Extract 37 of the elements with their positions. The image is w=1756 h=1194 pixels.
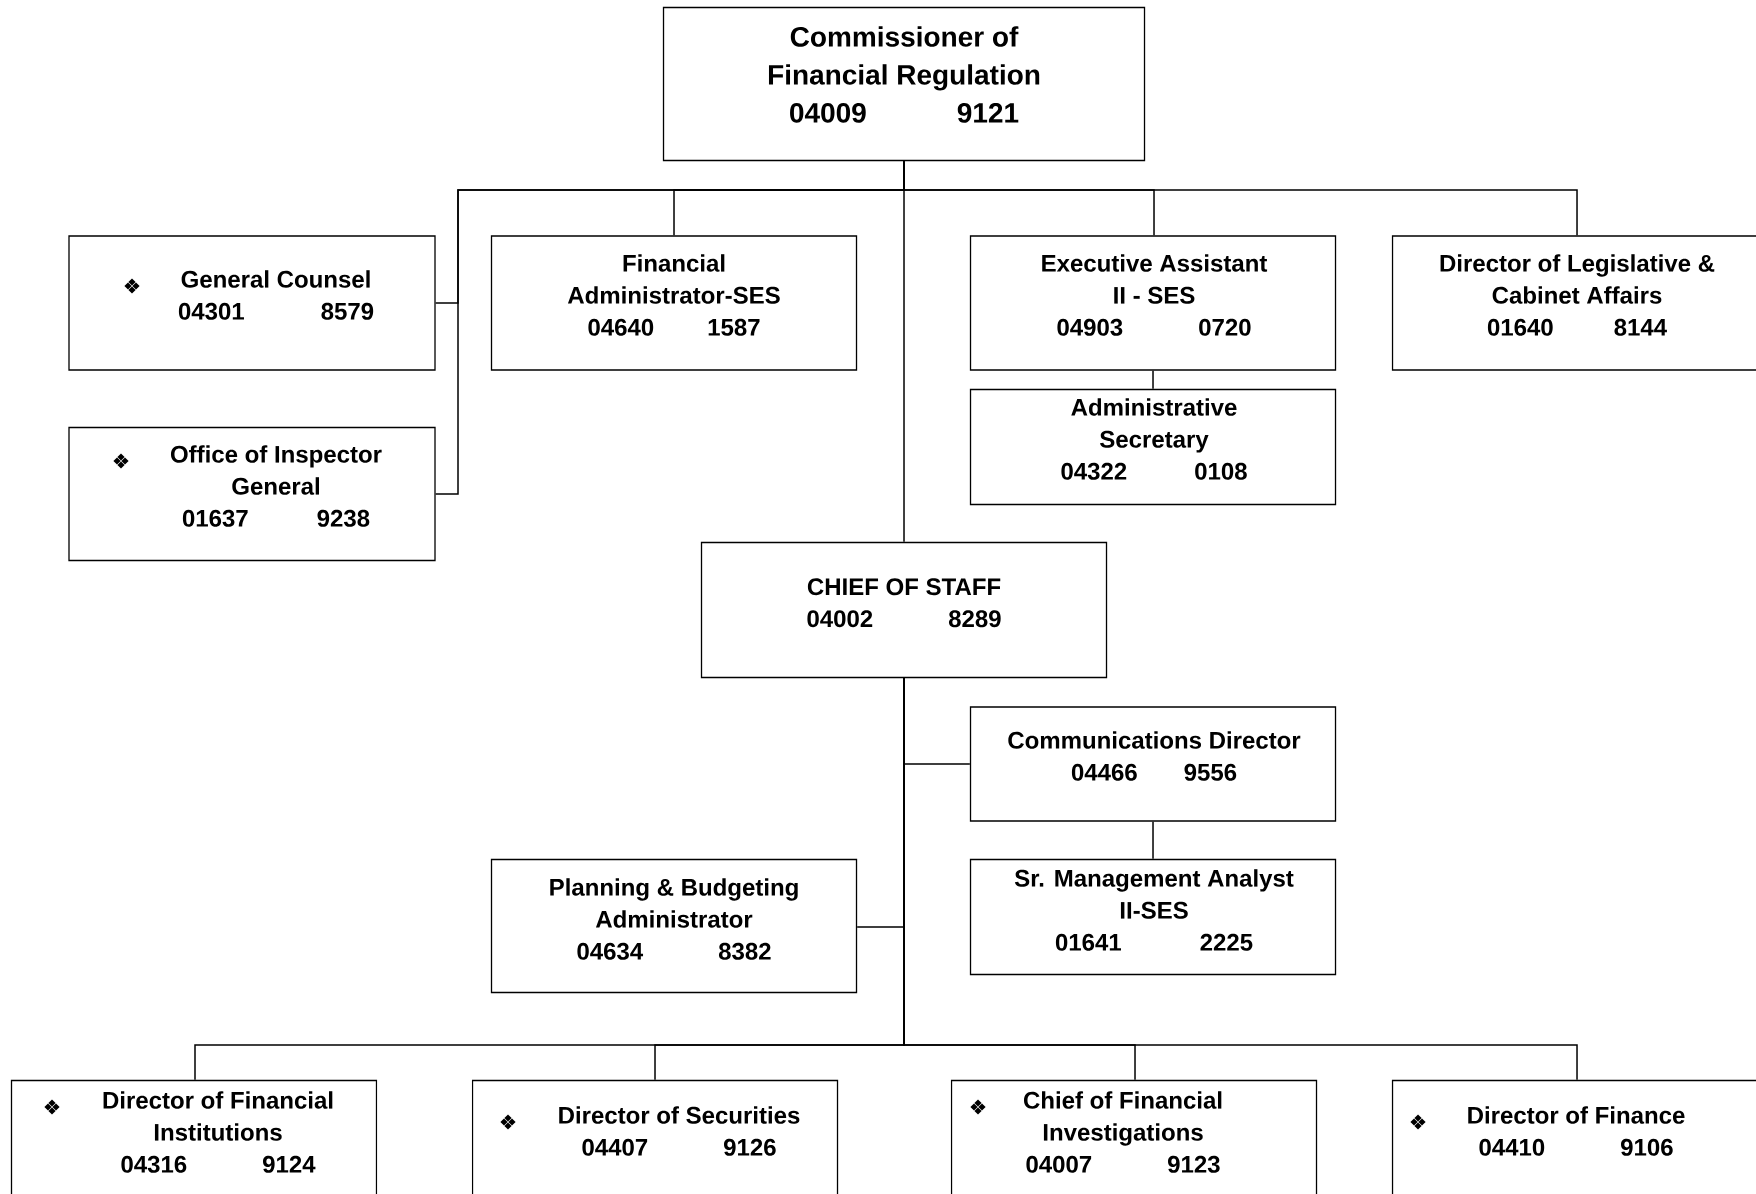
- node-label: 9106: [1621, 1138, 1673, 1156]
- position-box: Office of Inspector General 01637 9238: [68, 426, 436, 562]
- node-label: 01637: [182, 509, 248, 527]
- node-label: 8579: [321, 302, 374, 320]
- node-label: 04301: [178, 302, 244, 320]
- position-box: Sr. Management Analyst II-SES 01641 2225: [969, 858, 1337, 976]
- node-label: 9238: [317, 509, 370, 527]
- node-label: 04410: [1479, 1138, 1545, 1156]
- connector-line: [1152, 820, 1154, 860]
- node-label: Director of Securities: [559, 1106, 800, 1124]
- node-label: Chief of Financial Investigations: [1023, 1091, 1222, 1146]
- node-label: General Counsel: [181, 270, 370, 288]
- position-box: CHIEF OF STAFF 04002 8289: [700, 541, 1108, 679]
- position-box: Director of Finance 04410 9106: [1391, 1079, 1756, 1194]
- node-label: 04407: [582, 1138, 648, 1156]
- position-box: General Counsel 04301 8579: [68, 235, 436, 371]
- connector-line: [1152, 369, 1154, 390]
- connector-line: [903, 160, 905, 543]
- node-label: Director of Finance: [1468, 1106, 1685, 1124]
- connector-line: [903, 677, 1578, 1081]
- position-box: Director of Financial Institutions 04316 9124: [10, 1079, 378, 1194]
- node-label: Director of Financial Institutions: [103, 1091, 333, 1141]
- node-label: Office of Inspector General: [170, 445, 382, 495]
- position-box: Commissioner of Financial Regulation 04009 9121: [662, 6, 1146, 162]
- position-box: Director of Legislative & Cabinet Affairs 01640 8144: [1391, 235, 1756, 371]
- node-label: 04316: [121, 1155, 187, 1173]
- node-label: 9124: [263, 1155, 316, 1173]
- node-label: 9123: [1168, 1155, 1220, 1173]
- position-box: Planning & Budgeting Administrator 04634 8382: [490, 858, 858, 994]
- position-box: Administrative Secretary 04322 0108: [969, 388, 1337, 506]
- node-label: 04007: [1026, 1155, 1092, 1173]
- position-box: Chief of Financial Investigations 04007 9123: [950, 1079, 1318, 1194]
- position-box: Director of Securities 04407 9126: [471, 1079, 839, 1194]
- position-box: Executive Assistant II - SES 04903 0720: [969, 235, 1337, 371]
- node-label: 9126: [724, 1138, 776, 1156]
- position-box: Financial Administrator-SES 04640 1587: [490, 235, 858, 371]
- position-box: Communications Director 04466 9556: [969, 706, 1337, 822]
